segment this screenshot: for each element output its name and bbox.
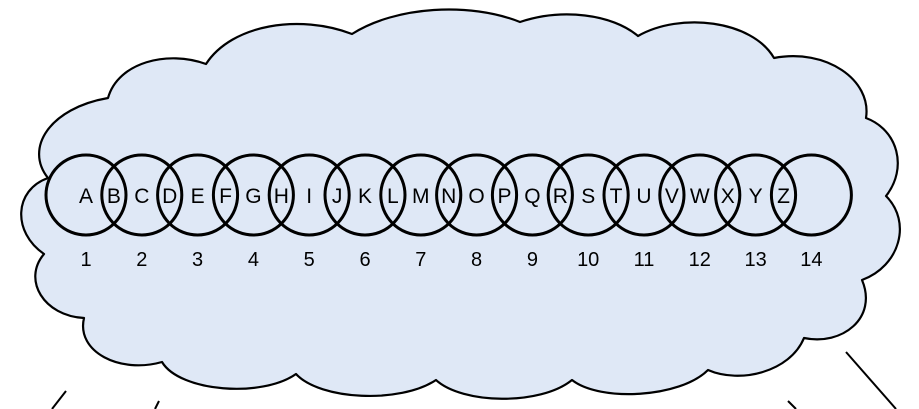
letter-label: T bbox=[610, 185, 623, 208]
circle-number-label: 10 bbox=[577, 249, 599, 271]
letter-label: L bbox=[387, 185, 399, 208]
circle-2 bbox=[100, 153, 184, 237]
circle-5 bbox=[267, 153, 351, 237]
circle-number-label: 5 bbox=[304, 249, 315, 271]
letter-label: A bbox=[79, 185, 93, 208]
letter-label: X bbox=[721, 185, 735, 208]
letter-label: O bbox=[468, 185, 484, 208]
circle-number-label: 2 bbox=[136, 249, 147, 271]
circle-number-label: 11 bbox=[634, 249, 655, 271]
circle-11 bbox=[602, 153, 686, 237]
letter-label: P bbox=[497, 185, 511, 208]
circle-12 bbox=[658, 153, 742, 237]
circle-number-label: 12 bbox=[689, 249, 711, 271]
circles-layer bbox=[44, 153, 853, 237]
circle-number-label: 4 bbox=[248, 249, 259, 271]
circle-number-label: 1 bbox=[80, 249, 91, 271]
right-edge-line bbox=[845, 351, 897, 409]
circle-number-label: 8 bbox=[471, 249, 482, 271]
letter-label: Q bbox=[524, 185, 540, 208]
circle-6 bbox=[323, 153, 407, 237]
circle-9 bbox=[490, 153, 574, 237]
circle-13 bbox=[714, 153, 798, 237]
circle-number-label: 7 bbox=[415, 249, 426, 271]
left-edge-tick bbox=[154, 400, 160, 409]
letter-label: C bbox=[134, 185, 149, 208]
letter-label: D bbox=[162, 185, 177, 208]
letter-label: W bbox=[690, 185, 710, 208]
letter-label: H bbox=[274, 185, 289, 208]
right-edge-tick bbox=[787, 400, 797, 409]
letter-label: G bbox=[245, 185, 261, 208]
letter-label: U bbox=[636, 185, 651, 208]
letter-label: M bbox=[412, 185, 430, 208]
circle-4 bbox=[211, 153, 295, 237]
circle-number-label: 3 bbox=[192, 249, 203, 271]
circle-1 bbox=[44, 153, 128, 237]
letter-label: E bbox=[191, 185, 205, 208]
circle-7 bbox=[379, 153, 463, 237]
letter-label: K bbox=[358, 185, 372, 208]
letter-label: I bbox=[306, 185, 312, 208]
circle-8 bbox=[435, 153, 519, 237]
circle-3 bbox=[156, 153, 240, 237]
circle-14 bbox=[769, 153, 853, 237]
letter-label: Z bbox=[777, 185, 790, 208]
letter-label: Y bbox=[749, 185, 763, 208]
circle-number-label: 6 bbox=[359, 249, 370, 271]
circle-10 bbox=[546, 153, 630, 237]
letter-label: N bbox=[441, 185, 456, 208]
letter-label: V bbox=[665, 185, 679, 208]
circle-number-label: 14 bbox=[800, 249, 822, 271]
letter-label: F bbox=[219, 185, 232, 208]
left-edge-line bbox=[51, 390, 67, 409]
letter-label: B bbox=[107, 185, 121, 208]
letter-label: S bbox=[581, 185, 595, 208]
circle-number-label: 13 bbox=[744, 249, 766, 271]
letter-label: J bbox=[332, 185, 343, 208]
letter-label: R bbox=[553, 185, 568, 208]
circle-number-label: 9 bbox=[527, 249, 538, 271]
